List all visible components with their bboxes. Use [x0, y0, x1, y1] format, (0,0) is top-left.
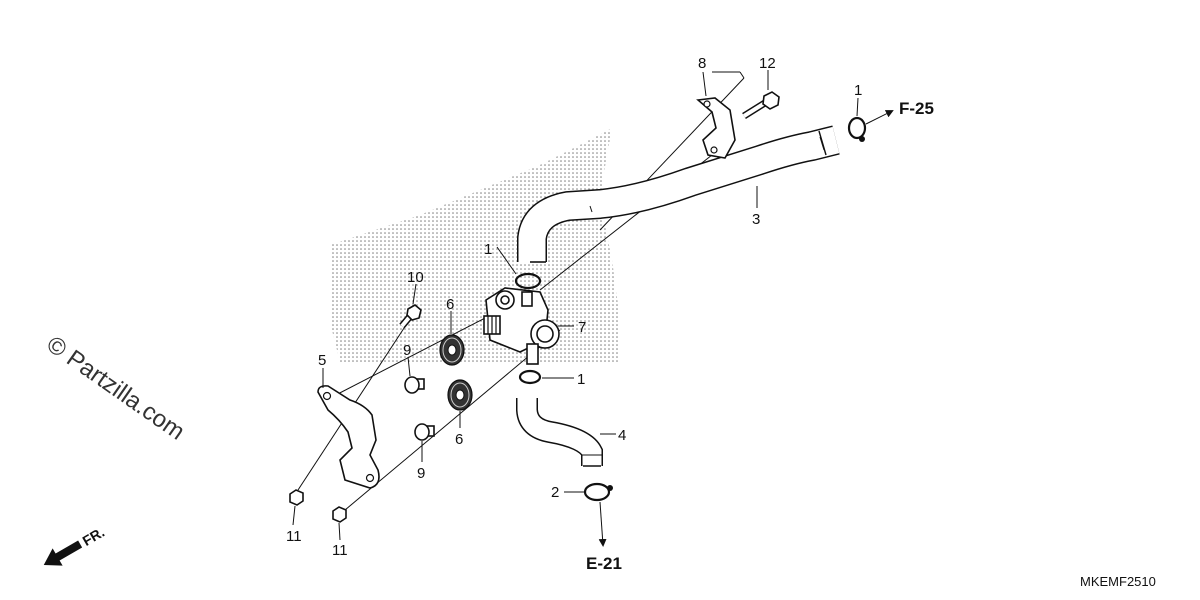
hose-clamp-top — [847, 116, 867, 142]
engine-shading — [330, 128, 620, 362]
collar-9-upper — [404, 376, 425, 394]
callout-7: 7 — [578, 319, 586, 336]
callout-11-right: 11 — [332, 542, 348, 559]
bracket-5 — [317, 385, 380, 489]
watermark: © Partzilla.com — [42, 331, 190, 446]
callout-1-valve-lower: 1 — [577, 371, 585, 388]
callout-5: 5 — [318, 352, 326, 369]
callout-6-upper: 6 — [446, 296, 454, 313]
callout-4: 4 — [618, 427, 626, 444]
arrow-left-icon — [43, 540, 83, 566]
callout-10: 10 — [407, 269, 424, 286]
air-suction-hose-3 — [517, 125, 840, 263]
front-label: FR. — [80, 524, 108, 549]
grommet-6-upper — [439, 334, 465, 366]
callout-12: 12 — [759, 55, 776, 72]
grommet-6-lower — [447, 379, 473, 411]
callout-6-lower: 6 — [455, 431, 463, 448]
callout-3: 3 — [752, 211, 760, 228]
collar-9-lower — [414, 423, 435, 441]
callout-8: 8 — [698, 55, 706, 72]
callout-2: 2 — [551, 484, 559, 501]
bolt-10 — [399, 304, 422, 329]
callout-11-left: 11 — [286, 528, 302, 545]
hose-bracket-8 — [696, 97, 736, 159]
hose-clamp-2 — [583, 482, 613, 502]
hose-clamp-lower — [518, 369, 542, 385]
front-direction-arrow: FR. — [43, 524, 108, 566]
callout-1-valve-upper: 1 — [484, 241, 492, 258]
air-suction-valve-7 — [483, 287, 560, 365]
bolt-12 — [742, 91, 780, 119]
nut-11-right — [332, 506, 347, 523]
diagram-code: MKEMF2510 — [1080, 574, 1156, 589]
nut-11-left — [289, 489, 304, 506]
hose-clamp-upper — [514, 272, 542, 290]
ref-f25: F-25 — [899, 99, 934, 118]
air-suction-hose-4 — [516, 398, 603, 467]
leader-lines — [292, 70, 894, 547]
callout-1-top: 1 — [854, 82, 862, 99]
callout-9-upper: 9 — [403, 342, 411, 359]
ref-e21: E-21 — [586, 554, 622, 573]
callout-9-lower: 9 — [417, 465, 425, 482]
